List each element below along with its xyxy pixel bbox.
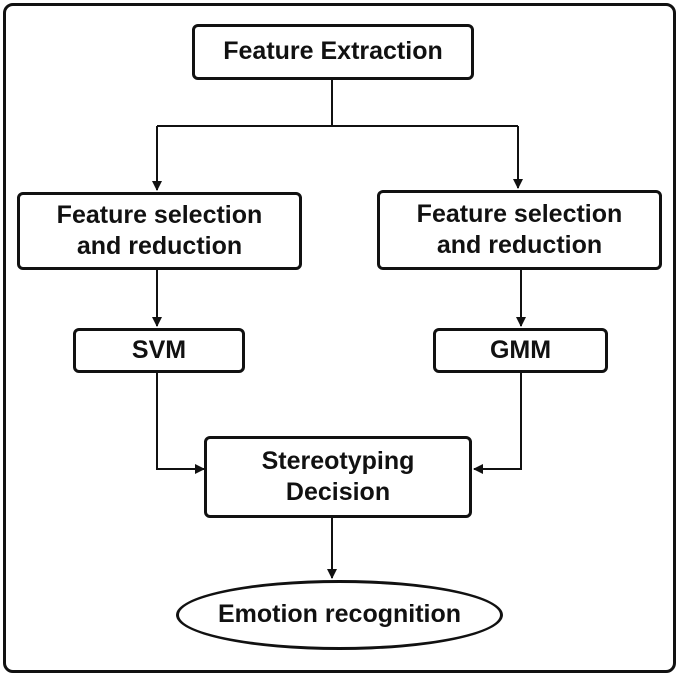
feature-selection-right-box: Feature selection and reduction	[377, 190, 662, 270]
gmm-box: GMM	[433, 328, 608, 373]
emotion-recognition-ellipse: Emotion recognition	[176, 580, 503, 650]
stereotyping-decision-label: Stereotyping Decision	[261, 446, 415, 506]
svm-label: SVM	[131, 335, 187, 364]
feature-selection-left-box: Feature selection and reduction	[17, 192, 302, 270]
feature-extraction-label: Feature Extraction	[223, 37, 443, 66]
arrow-svm-to-decision	[156, 372, 205, 474]
feature-extraction-box: Feature Extraction	[192, 24, 474, 80]
diagram-frame	[3, 3, 676, 673]
feature-selection-right-label: Feature selection and reduction	[416, 199, 623, 259]
stereotyping-decision-box: Stereotyping Decision	[204, 436, 472, 518]
arrow-gmm-to-decision	[473, 372, 522, 474]
emotion-recognition-label: Emotion recognition	[217, 600, 462, 629]
svm-box: SVM	[73, 328, 245, 373]
feature-selection-left-label: Feature selection and reduction	[56, 200, 263, 260]
gmm-label: GMM	[489, 335, 552, 364]
